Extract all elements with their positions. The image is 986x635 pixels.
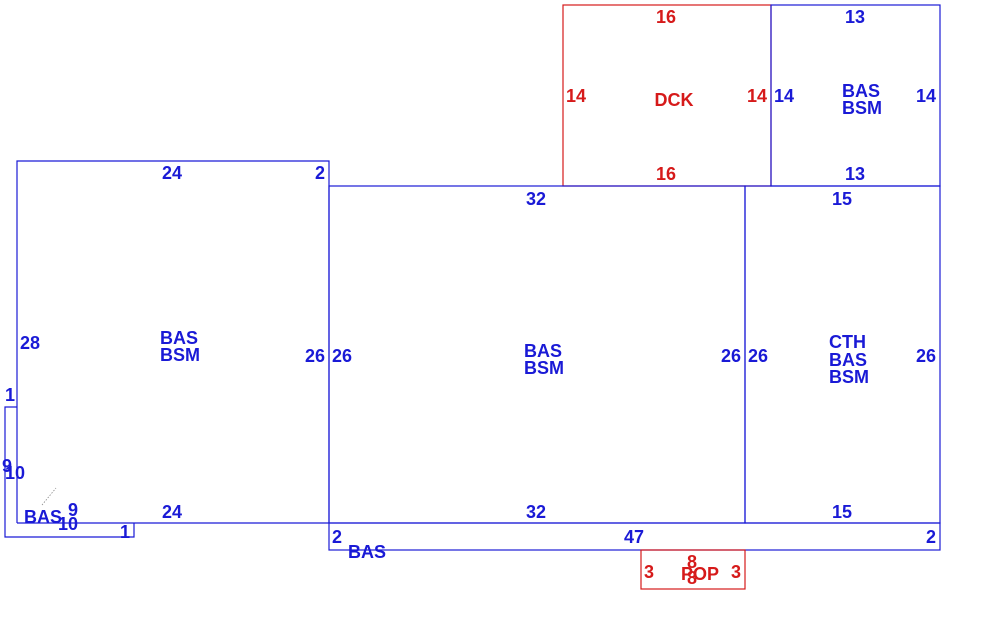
left-room-code-1: BAS <box>160 328 198 348</box>
left-room-top-dim: 24 <box>162 163 182 183</box>
porch-left-dim: 3 <box>644 562 654 582</box>
strip-outline <box>328 522 941 551</box>
strip-code: BAS <box>348 542 386 562</box>
small-sw-inner-dim-a: 9 <box>68 500 78 520</box>
strip-left-dim: 2 <box>332 527 342 547</box>
small-sw-top-dim: 1 <box>5 385 15 405</box>
porch-right-dim: 3 <box>731 562 741 582</box>
center-room-code-2: BSM <box>524 358 564 378</box>
ne-room-code-1: BAS <box>842 81 880 101</box>
small-sw-code: BAS <box>24 507 62 527</box>
right-room-code-3: BSM <box>829 367 869 387</box>
center-room-code-1: BAS <box>524 341 562 361</box>
deck-bottom-dim: 16 <box>656 164 676 184</box>
right-room-left-dim: 26 <box>748 346 768 366</box>
center-room-top-dim: 32 <box>526 189 546 209</box>
right-room-top-dim: 15 <box>832 189 852 209</box>
center-room-right-dim: 26 <box>721 346 741 366</box>
small-sw-left-dim-b: 10 <box>5 463 25 483</box>
right-room-bottom-dim: 15 <box>832 502 852 522</box>
porch-code: POP <box>681 564 719 584</box>
center-room-bottom-dim: 32 <box>526 502 546 522</box>
left-room-top-jog-dim: 2 <box>315 163 325 183</box>
small-sw-left-dim-a: 9 <box>2 456 12 476</box>
porch-top-dim: 8 <box>687 552 697 572</box>
porch-outline <box>640 549 746 590</box>
ne-room-left-dim: 14 <box>774 86 794 106</box>
porch-bottom-dim: 8 <box>687 568 697 588</box>
small-sw-leader <box>41 487 57 506</box>
deck-top-dim: 16 <box>656 7 676 27</box>
deck-left-dim: 14 <box>566 86 586 106</box>
small-sw-inner-dim-b: 10 <box>58 514 78 534</box>
left-room-right-dim: 26 <box>305 346 325 366</box>
strip-right-dim: 2 <box>926 527 936 547</box>
ne-room-top-dim: 13 <box>845 7 865 27</box>
right-room-right-dim: 26 <box>916 346 936 366</box>
deck-code: DCK <box>655 90 694 110</box>
small-sw-right-dim: 1 <box>120 522 130 542</box>
right-room-code-1: CTH <box>829 332 866 352</box>
ne-room-right-dim: 14 <box>916 86 936 106</box>
center-room-left-dim: 26 <box>332 346 352 366</box>
left-room-code-2: BSM <box>160 345 200 365</box>
left-room-bottom-dim: 24 <box>162 502 182 522</box>
ne-room-code-2: BSM <box>842 98 882 118</box>
strip-top-dim: 47 <box>624 527 644 547</box>
small-sw-outline <box>4 406 135 538</box>
deck-right-dim: 14 <box>747 86 767 106</box>
right-room-code-2: BAS <box>829 350 867 370</box>
left-room-left-dim: 28 <box>20 333 40 353</box>
ne-room-bottom-dim: 13 <box>845 164 865 184</box>
